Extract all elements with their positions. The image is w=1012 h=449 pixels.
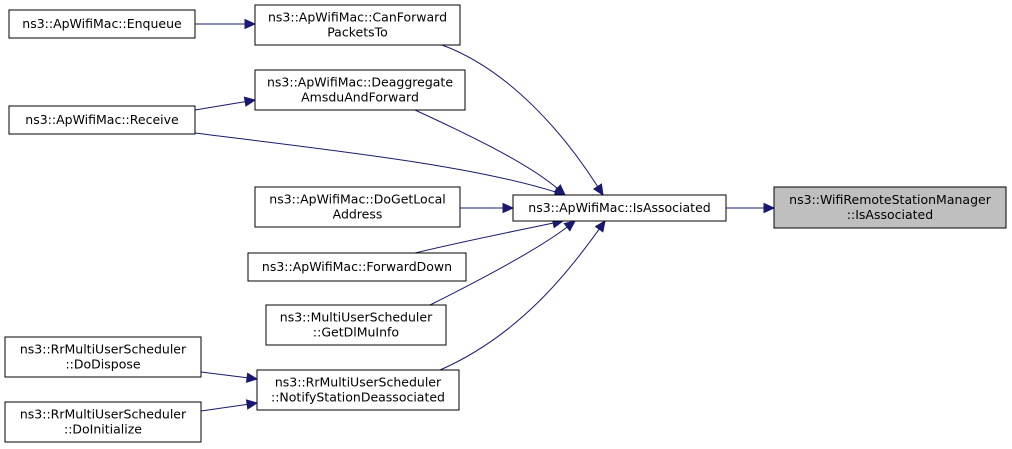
arrowhead xyxy=(763,202,776,214)
arrowhead xyxy=(243,96,257,107)
node-enqueue[interactable]: ns3::ApWifiMac::Enqueue xyxy=(8,9,196,39)
node-label: ns3::ApWifiMac::Receive xyxy=(25,112,179,127)
edge-canforward-to-isassociated xyxy=(441,44,604,197)
edge-line xyxy=(200,371,249,379)
edge-notify-to-isassociated xyxy=(439,220,606,371)
edge-line xyxy=(194,132,557,193)
node-remote[interactable]: ns3::WifiRemoteStationManager::IsAssocia… xyxy=(773,186,1007,229)
node-box[interactable] xyxy=(8,9,196,39)
edge-line xyxy=(200,403,249,412)
arrowhead xyxy=(563,220,576,232)
node-box[interactable] xyxy=(247,252,467,282)
node-label: ::DoDispose xyxy=(65,357,140,372)
node-box[interactable] xyxy=(4,336,202,378)
node-label: ns3::RrMultiUserScheduler xyxy=(20,342,187,357)
node-notify[interactable]: ns3::RrMultiUserScheduler::NotifyStation… xyxy=(256,369,460,411)
node-label: ::IsAssociated xyxy=(847,207,933,222)
node-label: ns3::ApWifiMac::Enqueue xyxy=(22,16,182,31)
node-label: ::GetDlMuInfo xyxy=(313,325,399,340)
node-box[interactable] xyxy=(512,194,727,222)
edge-line xyxy=(441,44,599,188)
edge-line xyxy=(194,100,247,111)
node-label: ns3::RrMultiUserScheduler xyxy=(275,375,442,390)
node-label: Address xyxy=(333,207,383,222)
edge-line xyxy=(439,228,601,371)
node-receive[interactable]: ns3::ApWifiMac::Receive xyxy=(8,105,196,135)
arrowhead xyxy=(244,18,257,30)
node-isassociated[interactable]: ns3::ApWifiMac::IsAssociated xyxy=(512,194,727,222)
edges xyxy=(194,18,776,412)
edge-dodispose-to-notify xyxy=(200,371,259,383)
arrowhead xyxy=(592,183,604,197)
arrowhead xyxy=(245,399,259,410)
arrowhead xyxy=(245,372,259,383)
node-label: ns3::WifiRemoteStationManager xyxy=(789,192,992,207)
edge-line xyxy=(414,109,559,190)
node-box[interactable] xyxy=(265,304,447,346)
edge-isassociated-to-remote xyxy=(726,202,776,214)
edge-line xyxy=(414,222,555,254)
edge-getdlmuinfo-to-isassociated xyxy=(429,220,576,306)
edge-dogetlocal-to-isassociated xyxy=(460,202,515,214)
node-box[interactable] xyxy=(773,186,1007,229)
node-dodispose[interactable]: ns3::RrMultiUserScheduler::DoDispose xyxy=(4,336,202,378)
arrowhead xyxy=(502,202,515,214)
node-label: AmsduAndForward xyxy=(301,90,419,105)
node-box[interactable] xyxy=(254,4,461,46)
node-label: ::NotifyStationDeassociated xyxy=(271,390,445,405)
node-label: ns3::ApWifiMac::IsAssociated xyxy=(528,200,710,215)
node-label: ns3::ApWifiMac::CanForward xyxy=(268,10,447,25)
edge-line xyxy=(429,226,569,306)
node-label: PacketsTo xyxy=(327,25,388,40)
node-getdlmuinfo[interactable]: ns3::MultiUserScheduler::GetDlMuInfo xyxy=(265,304,447,346)
node-label: ns3::ApWifiMac::DoGetLocal xyxy=(269,192,445,207)
node-box[interactable] xyxy=(254,186,461,228)
edge-receive-to-deaggregate xyxy=(194,96,257,111)
node-box[interactable] xyxy=(8,105,196,135)
node-label: ns3::MultiUserScheduler xyxy=(280,310,433,325)
node-forwarddown[interactable]: ns3::ApWifiMac::ForwardDown xyxy=(247,252,467,282)
node-deaggregate[interactable]: ns3::ApWifiMac::DeaggregateAmsduAndForwa… xyxy=(254,69,466,111)
node-box[interactable] xyxy=(4,401,202,443)
node-label: ns3::RrMultiUserScheduler xyxy=(20,407,187,422)
nodes: ns3::ApWifiMac::Enqueue ns3::ApWifiMac::C… xyxy=(4,4,1007,443)
edge-doinitialize-to-notify xyxy=(200,399,259,412)
edge-enqueue-to-canforward xyxy=(195,18,257,30)
node-label: ns3::ApWifiMac::Deaggregate xyxy=(267,75,453,90)
edge-deaggregate-to-isassociated xyxy=(414,109,566,196)
node-label: ns3::ApWifiMac::ForwardDown xyxy=(262,259,452,274)
node-label: ::DoInitialize xyxy=(64,422,142,437)
arrowhead xyxy=(594,220,606,233)
node-doinitialize[interactable]: ns3::RrMultiUserScheduler::DoInitialize xyxy=(4,401,202,443)
node-box[interactable] xyxy=(254,69,466,111)
node-box[interactable] xyxy=(256,369,460,411)
